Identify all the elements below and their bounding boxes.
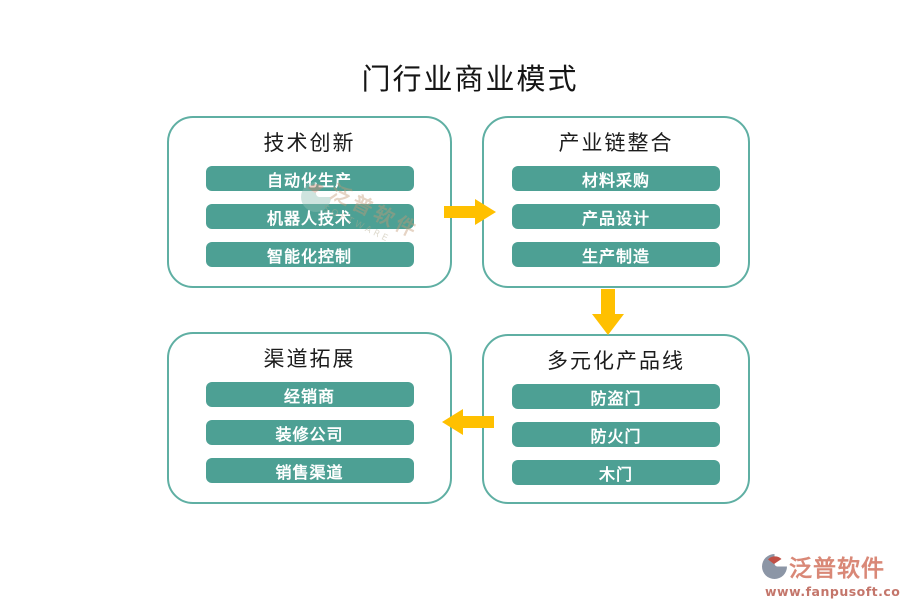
brand-mark: 泛普软件 www.fanpusoft.com <box>761 549 900 599</box>
pill-item: 材料采购 <box>512 166 720 191</box>
pill-item: 生产制造 <box>512 242 720 267</box>
pill-item: 产品设计 <box>512 204 720 229</box>
group-box-tech-innovation: 技术创新 自动化生产 机器人技术 智能化控制 <box>167 116 452 288</box>
brand-url: www.fanpusoft.com <box>765 584 900 599</box>
group-title: 产业链整合 <box>558 131 674 155</box>
group-title: 渠道拓展 <box>263 347 356 371</box>
pill-item: 智能化控制 <box>205 242 414 267</box>
brand-row: 泛普软件 <box>761 549 900 583</box>
pill-item: 木门 <box>512 460 720 485</box>
brand-logo-icon <box>762 553 787 579</box>
pill-item: 机器人技术 <box>205 204 414 229</box>
pill-item: 自动化生产 <box>205 166 414 191</box>
pill-item: 经销商 <box>205 382 414 407</box>
pill-item: 装修公司 <box>205 420 414 445</box>
pill-list: 经销商 装修公司 销售渠道 <box>205 382 414 483</box>
arrow-left-icon <box>442 409 494 435</box>
group-box-channel-expansion: 渠道拓展 经销商 装修公司 销售渠道 <box>167 332 452 504</box>
group-title: 多元化产品线 <box>547 349 685 373</box>
brand-name: 泛普软件 <box>789 556 885 582</box>
pill-item: 防火门 <box>512 422 720 447</box>
group-box-diversified-products: 多元化产品线 防盗门 防火门 木门 <box>482 334 750 504</box>
pill-list: 防盗门 防火门 木门 <box>512 384 720 485</box>
group-title: 技术创新 <box>263 131 356 155</box>
pill-list: 自动化生产 机器人技术 智能化控制 <box>205 166 414 267</box>
pill-item: 防盗门 <box>512 384 720 409</box>
arrow-right-icon <box>444 199 496 225</box>
arrow-down-icon <box>592 289 624 335</box>
page-title: 门行业商业模式 <box>361 62 579 96</box>
group-box-industry-chain: 产业链整合 材料采购 产品设计 生产制造 <box>482 116 750 288</box>
pill-item: 销售渠道 <box>205 458 414 483</box>
pill-list: 材料采购 产品设计 生产制造 <box>512 166 720 267</box>
